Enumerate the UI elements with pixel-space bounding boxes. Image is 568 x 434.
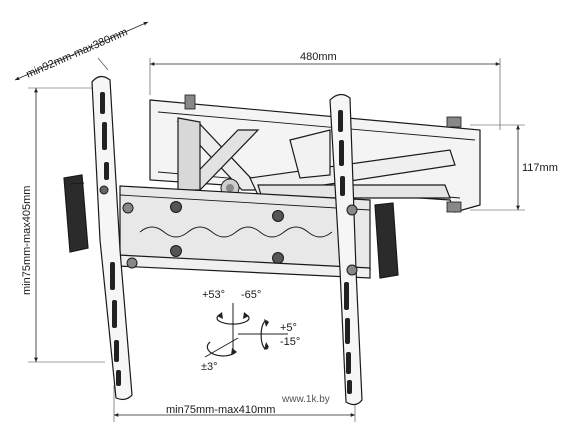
- label-swivel-right: -65°: [241, 289, 261, 301]
- label-horizontal-range: min75mm-max410mm: [166, 404, 275, 416]
- label-roll: ±3°: [201, 361, 218, 373]
- label-arm-range: min92mm-max380mm: [24, 26, 129, 81]
- swivel-rotation-icon: [216, 303, 250, 350]
- rotation-indicators: [204, 303, 288, 358]
- label-tilt-down: -15°: [280, 336, 300, 348]
- tilt-rotation-icon: [238, 319, 288, 350]
- dimension-lines: [14, 21, 525, 422]
- side-handles: [63, 174, 399, 279]
- label-swivel-left: +53°: [202, 289, 225, 301]
- label-tilt-up: +5°: [280, 322, 297, 334]
- label-plate-width: 480mm: [300, 51, 337, 63]
- label-depth: 117mm: [522, 162, 558, 174]
- label-vertical-range: min75mm-max405mm: [21, 186, 33, 295]
- right-vertical-bracket: [329, 93, 363, 406]
- left-vertical-bracket: [91, 75, 138, 401]
- crossbar: [117, 185, 371, 279]
- roll-rotation-icon: [204, 337, 239, 358]
- watermark: www.1k.by: [281, 394, 330, 405]
